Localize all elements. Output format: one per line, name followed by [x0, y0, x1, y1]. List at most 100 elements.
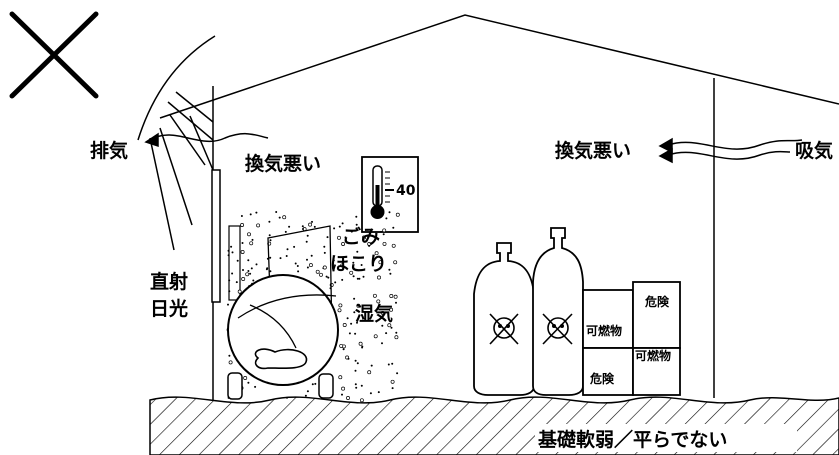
dust-speck	[241, 277, 246, 281]
dust-speck	[249, 241, 254, 246]
dust-speck	[362, 235, 366, 240]
dust-speck	[391, 362, 394, 365]
dust-speck	[227, 254, 230, 257]
dust-speck	[311, 220, 313, 223]
dust-speck	[269, 256, 272, 259]
dust-speck	[306, 266, 309, 269]
dust-speck	[350, 230, 353, 233]
dust-speck	[367, 370, 372, 375]
dust-speck	[391, 243, 396, 248]
skull-crossbones-cylinder-icon	[532, 227, 584, 396]
dust-speck	[380, 310, 385, 315]
direct-sunlight-label-2: 日光	[150, 297, 188, 320]
dust-speck	[302, 228, 304, 230]
dust-speck	[286, 248, 289, 251]
dust-speck	[332, 259, 335, 262]
dust-speck	[334, 281, 337, 284]
dust-speck	[315, 269, 320, 274]
dust-speck	[236, 259, 239, 262]
dust-speck	[360, 264, 363, 266]
dust-speck	[356, 250, 359, 253]
dust-speck	[322, 265, 327, 270]
flammable-label-top: 可燃物	[586, 323, 622, 338]
dust-speck	[301, 225, 304, 228]
dust-speck	[311, 383, 314, 386]
dust-speck	[247, 232, 251, 237]
dust-speck	[241, 242, 244, 244]
dust-speck	[396, 372, 399, 375]
side-panel	[228, 225, 241, 301]
wall-panel	[211, 169, 221, 303]
intake-label: 吸気	[795, 139, 833, 162]
dust-speck	[227, 249, 230, 252]
dust-speck	[346, 396, 350, 400]
dust-speck	[356, 321, 358, 324]
thermometer-reading: 40	[396, 183, 416, 199]
dust-speck	[382, 233, 385, 236]
dust-speck	[354, 332, 357, 335]
dust-speck	[370, 364, 373, 367]
dust-speck	[395, 212, 400, 217]
dust-speck	[387, 363, 390, 366]
dust-speck	[240, 223, 245, 227]
dust-speck	[347, 357, 350, 360]
bad-ventilation-right-label: 換気悪い	[555, 139, 631, 162]
dust-speck	[308, 263, 313, 268]
dust-speck	[341, 386, 346, 391]
dust-speck	[338, 303, 343, 308]
direct-sunlight-label-1: 直射	[150, 270, 188, 293]
dust-speck	[346, 317, 349, 320]
dust-speck	[327, 276, 330, 279]
dust-speck	[255, 263, 258, 266]
dust-speck	[356, 303, 361, 308]
danger-label-bottom: 危険	[589, 371, 615, 386]
dust-speck	[393, 294, 398, 299]
dust-speck	[306, 390, 309, 393]
dust-speck	[389, 294, 394, 298]
dust-speck	[308, 222, 313, 227]
dust-speck	[360, 384, 363, 387]
dust-speck	[326, 236, 329, 239]
dust-speck	[251, 238, 254, 241]
dust-speck	[228, 290, 231, 293]
dust-speck	[255, 211, 258, 214]
ground-label: 基礎軟弱／平らでない	[537, 428, 727, 451]
dust-speck	[310, 254, 313, 257]
dust-speck	[341, 222, 344, 225]
dust-speck	[353, 311, 356, 314]
dust-speck	[338, 225, 341, 228]
dust-speck	[391, 387, 394, 390]
dust-speck	[380, 230, 382, 233]
dust-speck	[355, 223, 358, 226]
dust-speck	[293, 245, 296, 248]
dust-speck	[306, 234, 309, 237]
hazard-boxes	[582, 281, 681, 396]
dust-speck	[376, 299, 381, 304]
exhaust-label: 排気	[90, 139, 128, 162]
dust-speck	[243, 376, 248, 380]
dust-speck	[275, 211, 278, 213]
dust-speck	[393, 260, 398, 265]
dust-speck	[278, 216, 281, 219]
thermometer-icon	[361, 156, 419, 233]
dust-speck	[333, 227, 336, 230]
dust-speck	[394, 335, 399, 340]
dust-speck	[323, 245, 326, 248]
dust-speck	[390, 326, 393, 329]
dust-speck	[362, 275, 365, 278]
dust-speck	[388, 211, 391, 214]
dust-speck	[339, 343, 344, 348]
dust-speck	[325, 275, 328, 278]
dust-speck	[256, 223, 261, 228]
dust-speck	[313, 225, 316, 228]
dust-speck	[381, 324, 384, 327]
sunlight-rays-icon	[137, 35, 216, 251]
dust-speck	[288, 225, 291, 228]
dust-speck	[247, 259, 250, 262]
dust-speck	[342, 348, 345, 351]
flammable-label-bottom: 可燃物	[635, 348, 671, 363]
dust-speck	[294, 262, 297, 265]
dust-speck	[359, 398, 364, 403]
dust-speck	[374, 251, 379, 256]
dust-speck	[358, 277, 361, 280]
